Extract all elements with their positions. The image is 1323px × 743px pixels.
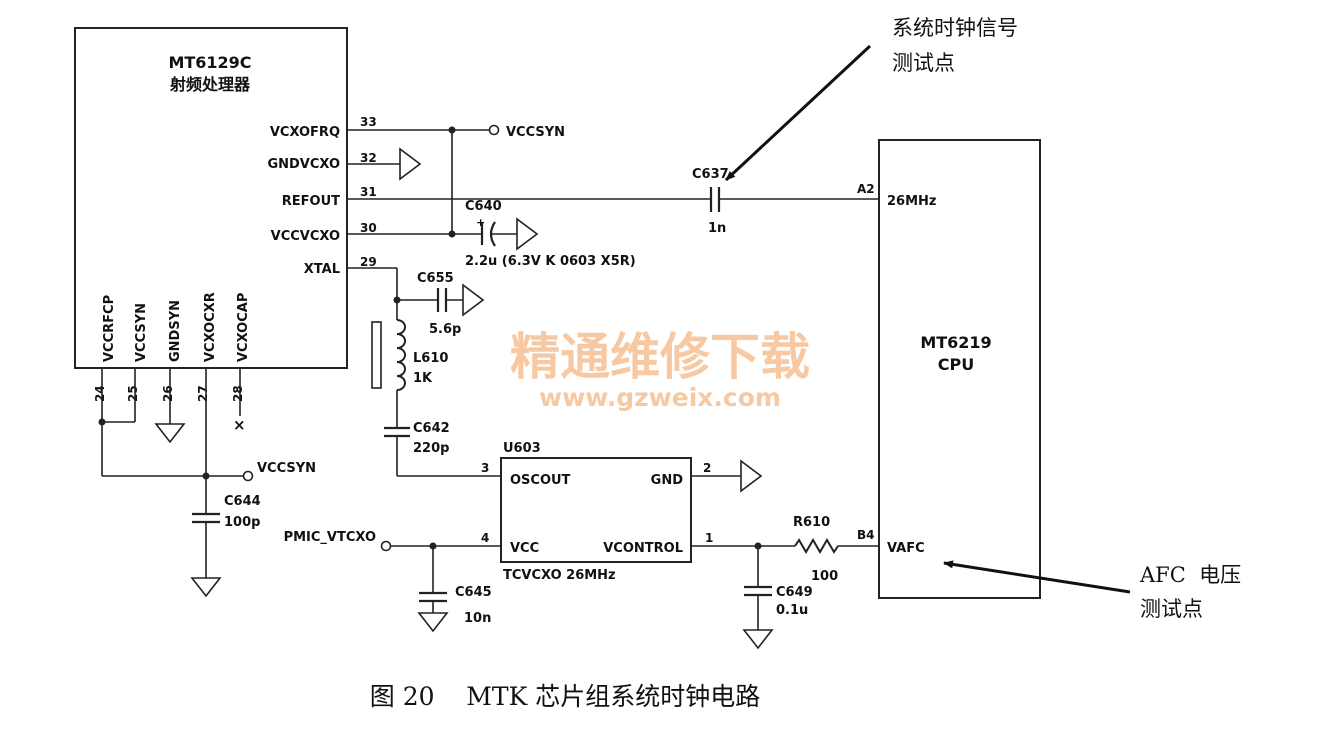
net-pmic-vtcxo: PMIC_VTCXO [284,530,376,545]
oscillator-body [500,457,692,563]
watermark-url: www.gzweix.com [539,383,781,412]
r610-ref: R610 [793,515,830,530]
clock-test-point-line2: 测试点 [892,51,955,75]
rf-right-wiring: + [347,124,879,477]
clock-arrow [724,44,872,182]
pin-label-vccsyn: VCCSYN [134,303,149,362]
vccsyn-top-terminal [488,124,500,136]
ground-symbol [190,577,222,598]
watermark-cn: 精通维修下载 [510,328,810,386]
c640-value: 2.2u (6.3V K 0603 X5R) [465,254,636,269]
c637-ref: C637 [692,167,729,182]
afc-test-point-annotation: AFC 电压 测试点 [943,560,1241,621]
pin-label-vcontrol: VCONTROL [603,541,683,556]
osc-pin-num-1: 1 [705,531,713,545]
pin-label-vccrfcp: VCCRFCP [102,295,117,362]
pin-num-29: 29 [360,255,377,269]
pin-label-refout: REFOUT [282,194,340,209]
pin-num-28: 28 [231,385,245,402]
ground-symbol [742,629,774,650]
cpu-pin-num-b4: B4 [857,528,875,542]
oscillator-ref: U603 [503,441,541,456]
tcvcxo-oscillator: U603 OSCOUT GND VCC VCONTROL TCVCXO 26MH… [380,441,879,650]
c649-value: 0.1u [776,603,808,618]
pmic-terminal [380,540,392,552]
c645-ref: C645 [455,585,492,600]
cpu-body [878,139,1041,599]
pin-label-gndsyn: GNDSYN [168,300,183,362]
cpu-part: MT6219 [920,333,991,352]
cpu-chip: MT6219 CPU 26MHz A2 VAFC B4 [857,139,1041,599]
cpu-pin-vafc: VAFC [887,541,925,556]
c649-ref: C649 [776,585,813,600]
pin-num-33: 33 [360,115,377,129]
ground-symbol [399,147,422,181]
vccsyn-bottom-terminal [242,470,254,482]
c642-ref: C642 [413,421,450,436]
ground-symbol [516,217,539,251]
rf-chip-body [74,27,348,369]
ground-symbol [417,612,449,633]
pin-num-24: 24 [93,385,107,402]
svg-text:+: + [476,216,485,229]
pin-label-gndvcxo: GNDVCXO [267,157,340,172]
rf-chip-name: 射频处理器 [169,75,251,94]
pin-num-31: 31 [360,185,377,199]
pin-num-30: 30 [360,221,377,235]
ferrite-bar [371,321,382,389]
c644-ref: C644 [224,494,261,509]
pin-label-gnd: GND [651,473,684,488]
ground-symbol [462,283,485,317]
net-vccsyn-bottom: VCCSYN [257,461,316,476]
afc-test-point-line1: AFC 电压 [1139,563,1241,587]
l610-value: 1K [413,371,433,386]
pin-num-32: 32 [360,151,377,165]
pin-num-27: 27 [196,385,210,402]
clock-test-point-line1: 系统时钟信号 [892,16,1018,40]
pin-label-vcxofrq: VCXOFRQ [270,125,340,140]
osc-pin-num-4: 4 [481,531,489,545]
pin-label-vccvcxo: VCCVCXO [271,229,340,244]
pin-num-25: 25 [126,385,140,402]
afc-arrow [943,560,1131,594]
no-connect-mark: × [233,416,246,434]
afc-test-point-line2: 测试点 [1140,597,1203,621]
r610-value: 100 [811,569,838,584]
rf-processor-chip: MT6129C 射频处理器 VCXOFRQ GNDVCXO REFOUT VCC… [74,27,377,402]
clock-test-point-annotation: 系统时钟信号 测试点 [724,16,1018,182]
cpu-name: CPU [938,355,974,374]
rf-chip-part: MT6129C [168,53,251,72]
net-vccsyn-top: VCCSYN [506,125,565,140]
component-labels: C637 1n C640 2.2u (6.3V K 0603 X5R) C655… [224,125,838,626]
pin-label-vcxocxr: VCXOCXR [203,292,218,362]
pin-label-vcxocap: VCXOCAP [236,293,251,362]
c642-value: 220p [413,441,449,456]
c655-value: 5.6p [429,322,461,337]
osc-pin-num-2: 2 [703,461,711,475]
oscillator-type: TCVCXO 26MHz [503,568,616,583]
l610-ref: L610 [413,351,448,366]
c637-value: 1n [708,221,726,236]
c640-ref: C640 [465,199,502,214]
c645-value: 10n [464,611,491,626]
rf-bottom-wiring: × [98,368,254,598]
c644-value: 100p [224,515,260,530]
c655-ref: C655 [417,271,454,286]
osc-pin-num-3: 3 [481,461,489,475]
ground-symbol [154,423,186,444]
pin-label-xtal: XTAL [304,262,340,277]
ground-symbol [740,459,763,493]
pin-num-26: 26 [161,385,175,402]
pin-label-vcc: VCC [510,541,539,556]
cpu-pin-num-a2: A2 [857,182,875,196]
watermark: 精通维修下载 www.gzweix.com [510,328,810,412]
cpu-pin-26mhz: 26MHz [887,194,936,209]
pin-label-oscout: OSCOUT [510,473,571,488]
figure-caption: 图 20 MTK 芯片组系统时钟电路 [370,682,760,711]
